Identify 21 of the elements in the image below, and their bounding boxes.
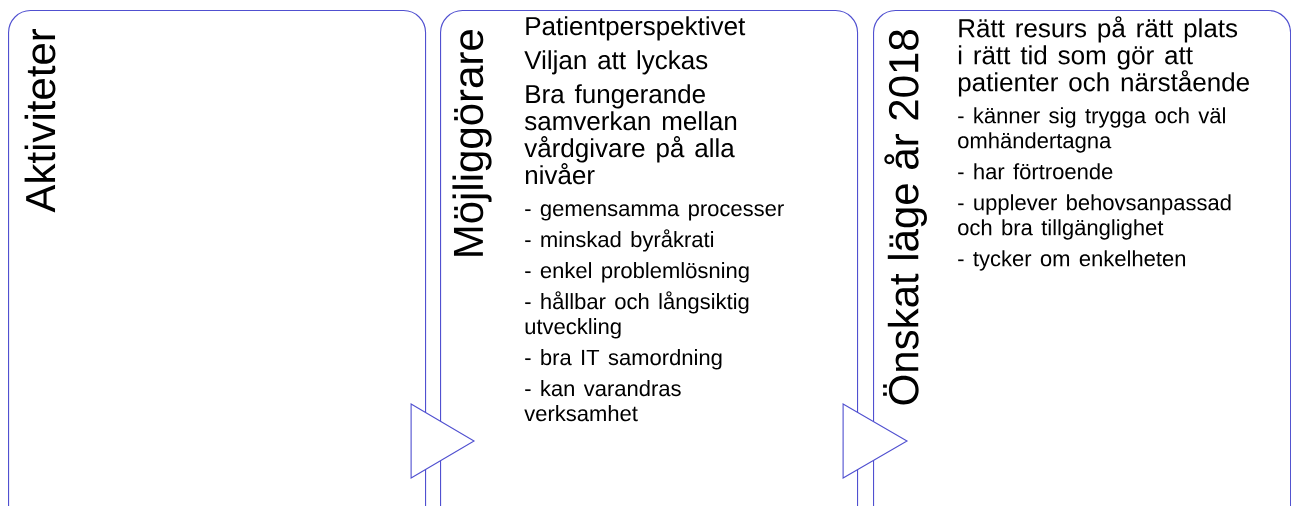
bullet-text: - har förtroende [958,163,1113,180]
column-panel [440,10,859,506]
bullet-text: - minskad byråkrati [525,229,713,252]
bullet-text: - enkel problemlösning [525,262,749,283]
heading-text: Viljan att lyckas [524,50,708,75]
bullet-text: - hållbar och långsiktig utveckling [525,291,749,339]
vertical-heading: Möjliggörare [452,30,492,256]
heading-text: Bra fungerande samverkan mellan vårdgivare på alla nivåer [524,84,737,185]
bullet-text: - upplever behovsanpassad och bra tillgänglighet [958,194,1231,240]
bullet-text: - gemensamma processer [525,204,784,221]
bullet-text: - kan varandras verksamhet [524,380,681,422]
heading-text: Rätt resurs på rätt plats i rätt tid som gör att patienter och närstående [958,16,1249,97]
heading-text: Patientperspektivet [526,16,746,41]
chevron-arrow [410,403,476,479]
bullet-text: - känner sig trygga och väl omhändertagna [958,107,1225,153]
vertical-heading: Aktiviteter [24,28,56,213]
bullet-text: - bra IT samordning [525,349,722,370]
column-panel [8,10,427,506]
chevron-arrow [842,403,909,479]
vertical-heading: Önskat läge år 2018 [883,30,927,405]
bullet-text: - tycker om enkelheten [958,250,1186,271]
